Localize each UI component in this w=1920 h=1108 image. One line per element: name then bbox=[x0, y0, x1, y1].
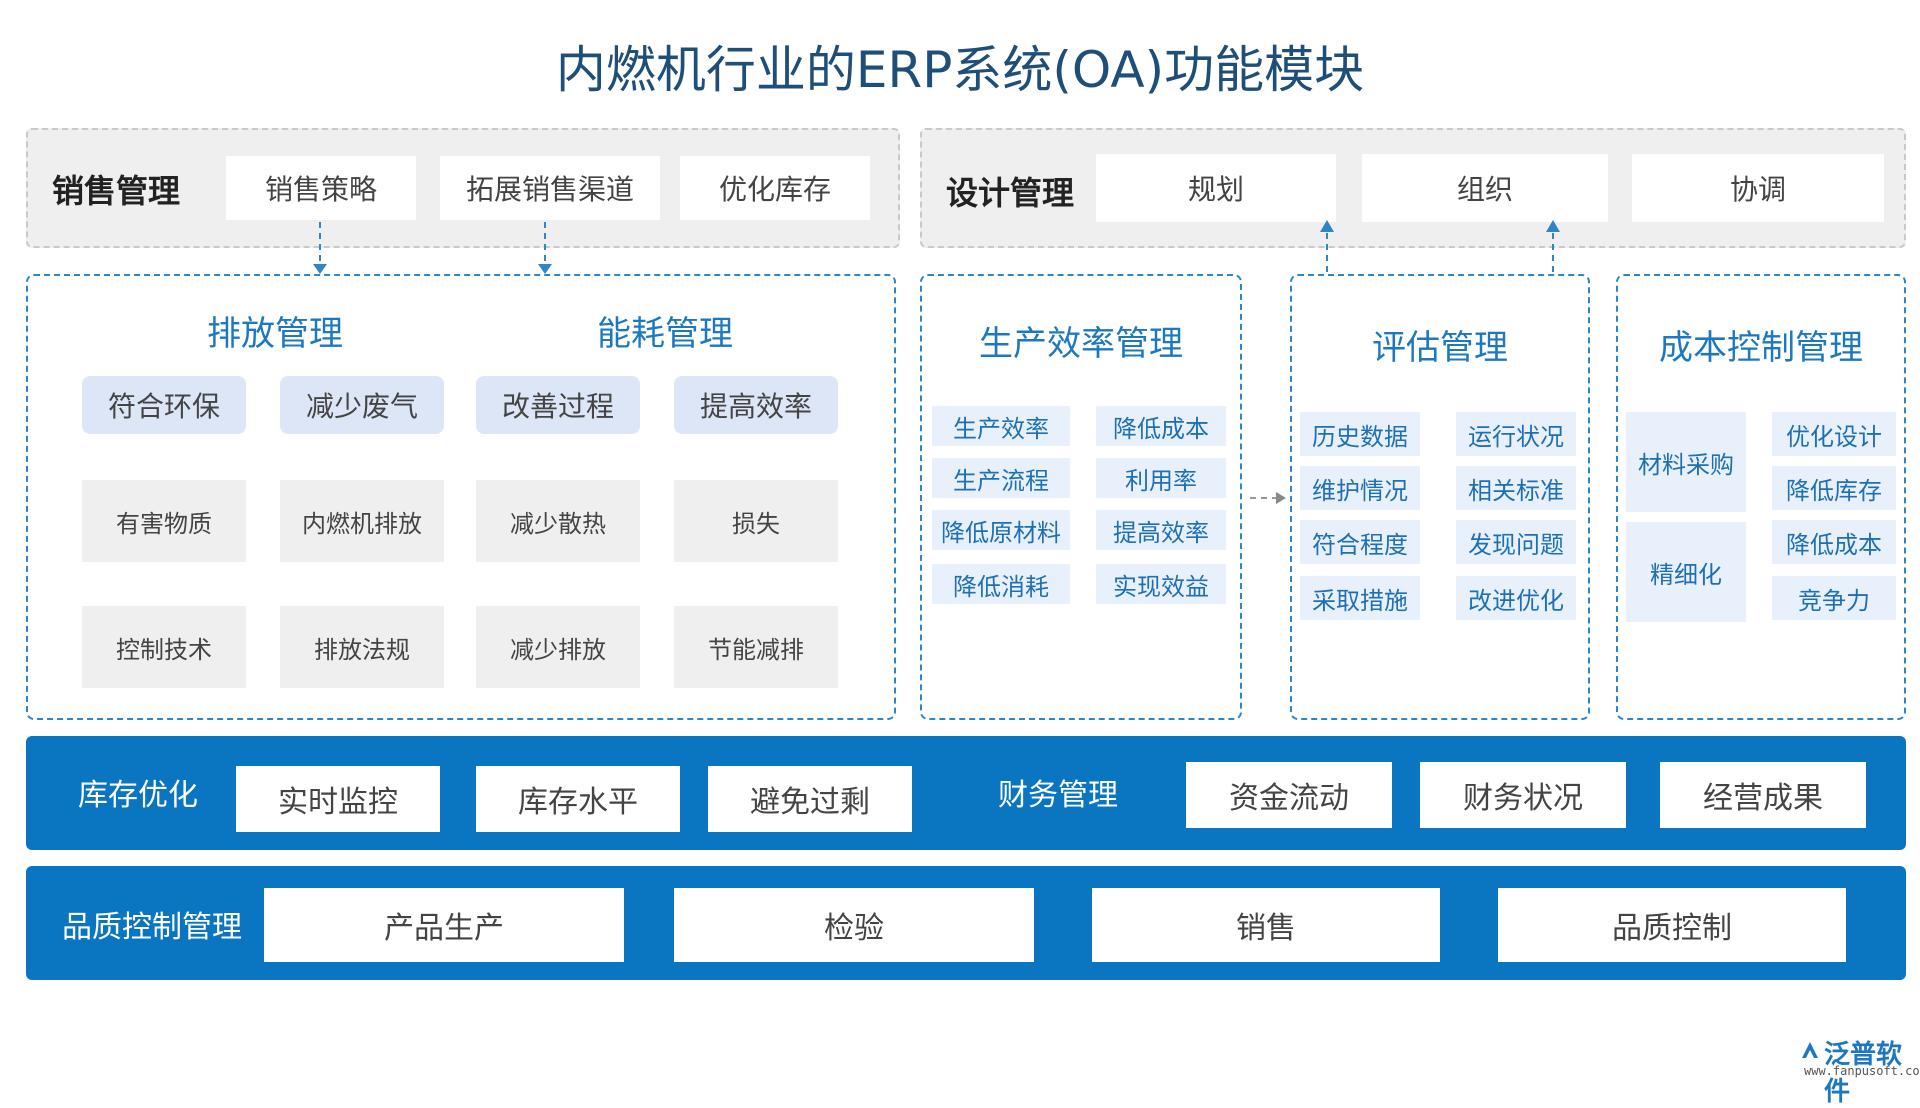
quality-item-production: 产品生产 bbox=[264, 888, 624, 962]
page-title: 内燃机行业的ERP系统(OA)功能模块 bbox=[555, 41, 1365, 99]
energy-box-saving: 节能减排 bbox=[674, 606, 838, 688]
finance-item-status: 财务状况 bbox=[1420, 762, 1626, 828]
design-item-plan: 规划 bbox=[1096, 154, 1336, 222]
quality-item-sales: 销售 bbox=[1092, 888, 1440, 962]
finance-label: 财务管理 bbox=[998, 778, 1118, 813]
connector-arrows bbox=[313, 220, 1560, 504]
energy-highlight-1: 改善过程 bbox=[476, 376, 640, 434]
quality-item-inspection: 检验 bbox=[674, 888, 1034, 962]
brand-logo: 泛普软件 www.fanpusoft.com bbox=[1798, 1034, 1920, 1107]
energy-box-heat: 减少散热 bbox=[476, 480, 640, 562]
emission-title: 排放管理 bbox=[207, 314, 343, 354]
production-right-4: 实现效益 bbox=[1096, 564, 1226, 604]
production-right-1: 降低成本 bbox=[1096, 406, 1226, 446]
evaluation-right-3: 发现问题 bbox=[1456, 520, 1576, 564]
production-left-2: 生产流程 bbox=[932, 458, 1070, 498]
cost-right-3: 降低成本 bbox=[1772, 520, 1896, 564]
inventory-item-level: 库存水平 bbox=[476, 766, 680, 832]
cost-left-refinement: 精细化 bbox=[1626, 522, 1746, 622]
cost-right-2: 降低库存 bbox=[1772, 466, 1896, 510]
energy-highlight-2: 提高效率 bbox=[674, 376, 838, 434]
finance-item-cashflow: 资金流动 bbox=[1186, 762, 1392, 828]
sales-item-strategy: 销售策略 bbox=[226, 156, 416, 220]
emission-highlight-1: 符合环保 bbox=[82, 376, 246, 434]
emission-box-regulation: 排放法规 bbox=[280, 606, 444, 688]
production-left-3: 降低原材料 bbox=[932, 510, 1070, 550]
finance-item-results: 经营成果 bbox=[1660, 762, 1866, 828]
cost-right-1: 优化设计 bbox=[1772, 412, 1896, 456]
evaluation-left-4: 采取措施 bbox=[1300, 576, 1420, 620]
evaluation-right-4: 改进优化 bbox=[1456, 576, 1576, 620]
emission-box-engine: 内燃机排放 bbox=[280, 480, 444, 562]
emission-box-hazard: 有害物质 bbox=[82, 480, 246, 562]
sales-label: 销售管理 bbox=[52, 172, 181, 210]
design-item-coordinate: 协调 bbox=[1632, 154, 1884, 222]
energy-box-loss: 损失 bbox=[674, 480, 838, 562]
inventory-label: 库存优化 bbox=[78, 778, 198, 813]
cost-left-procurement: 材料采购 bbox=[1626, 412, 1746, 512]
sales-item-channel: 拓展销售渠道 bbox=[440, 156, 660, 220]
evaluation-left-2: 维护情况 bbox=[1300, 466, 1420, 510]
design-item-organize: 组织 bbox=[1362, 154, 1608, 222]
evaluation-title: 评估管理 bbox=[1372, 328, 1508, 368]
evaluation-left-1: 历史数据 bbox=[1300, 412, 1420, 456]
evaluation-left-3: 符合程度 bbox=[1300, 520, 1420, 564]
cost-title: 成本控制管理 bbox=[1659, 328, 1863, 368]
evaluation-right-1: 运行状况 bbox=[1456, 412, 1576, 456]
quality-label: 品质控制管理 bbox=[62, 910, 242, 945]
evaluation-right-2: 相关标准 bbox=[1456, 466, 1576, 510]
design-label: 设计管理 bbox=[946, 174, 1075, 212]
cost-right-4: 竞争力 bbox=[1772, 576, 1896, 620]
quality-item-control: 品质控制 bbox=[1498, 888, 1846, 962]
production-left-4: 降低消耗 bbox=[932, 564, 1070, 604]
inventory-item-monitor: 实时监控 bbox=[236, 766, 440, 832]
brand-logo-icon bbox=[1802, 1042, 1818, 1058]
energy-box-reduce: 减少排放 bbox=[476, 606, 640, 688]
production-right-2: 利用率 bbox=[1096, 458, 1226, 498]
sales-item-inventory: 优化库存 bbox=[680, 156, 870, 220]
production-left-1: 生产效率 bbox=[932, 406, 1070, 446]
production-right-3: 提高效率 bbox=[1096, 510, 1226, 550]
emission-highlight-2: 减少废气 bbox=[280, 376, 444, 434]
energy-title: 能耗管理 bbox=[597, 314, 733, 354]
production-title: 生产效率管理 bbox=[979, 324, 1183, 364]
brand-logo-url: www.fanpusoft.com bbox=[1804, 1064, 1920, 1078]
emission-box-control: 控制技术 bbox=[82, 606, 246, 688]
inventory-item-surplus: 避免过剩 bbox=[708, 766, 912, 832]
